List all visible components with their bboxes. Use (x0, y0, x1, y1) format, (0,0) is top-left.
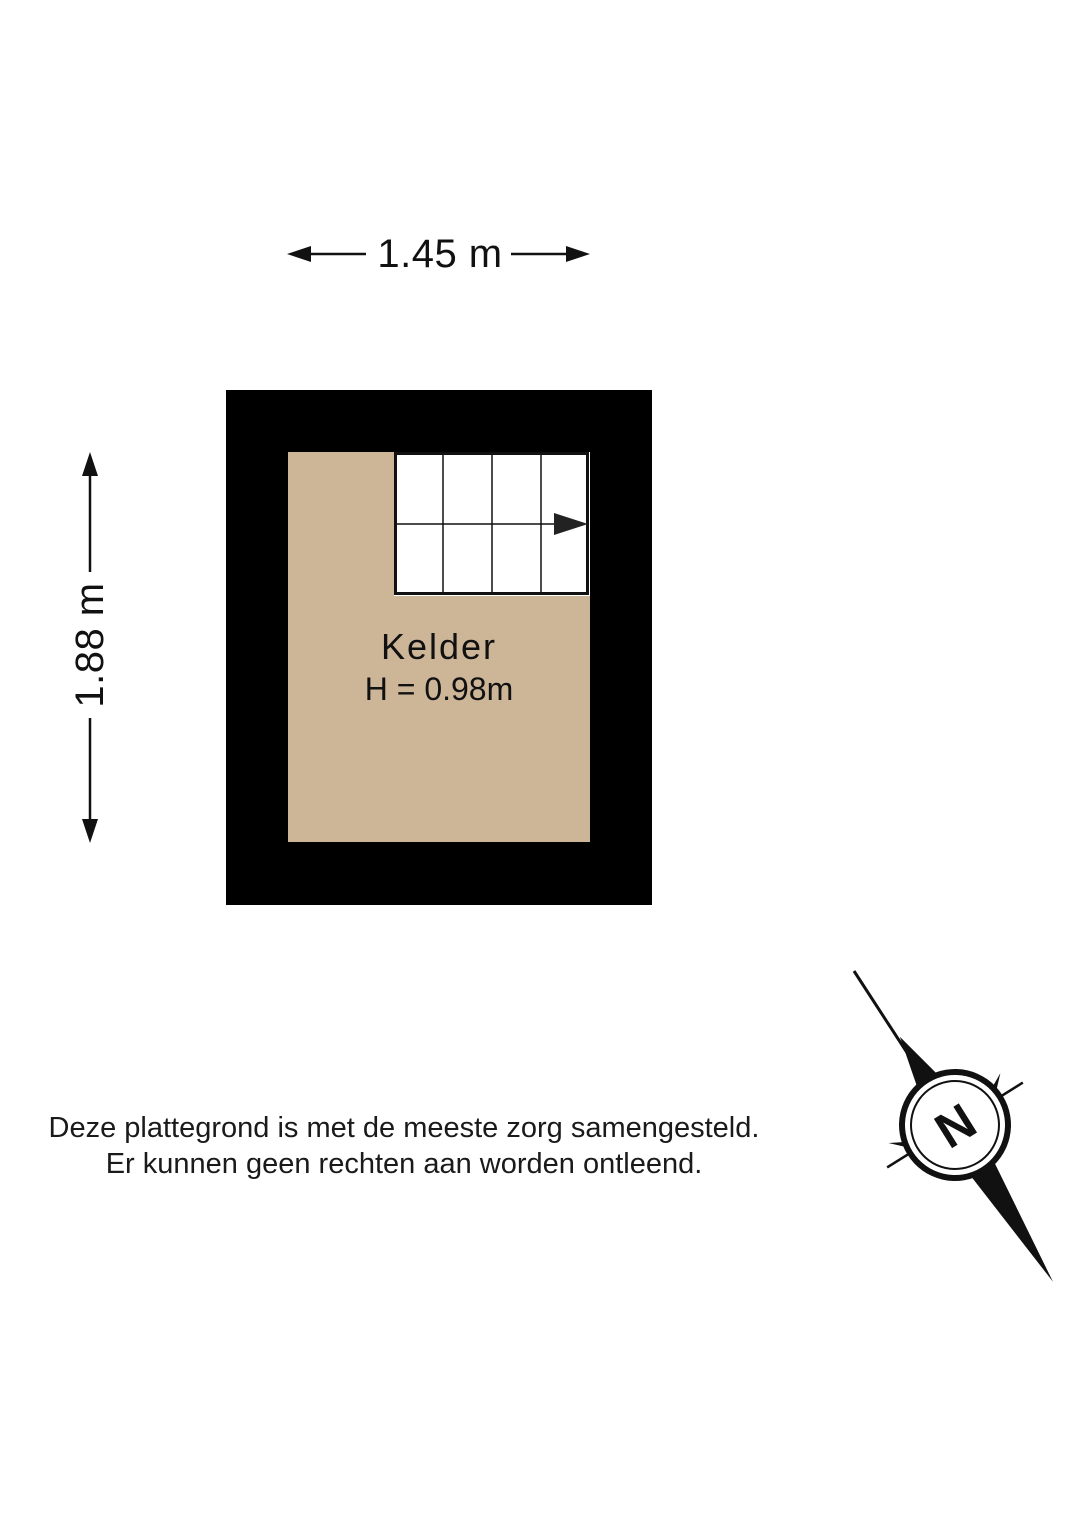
width-dimension-label: 1.45 m (377, 232, 503, 276)
disclaimer: Deze plattegrond is met de meeste zorg s… (0, 1110, 808, 1182)
room-name: Kelder (380, 626, 498, 667)
arrow-right-icon (554, 513, 588, 535)
disclaimer-line-1: Deze plattegrond is met de meeste zorg s… (48, 1112, 760, 1144)
height-dimension-arrows (82, 452, 98, 843)
width-dimension-arrows (287, 246, 590, 262)
room-height: H = 0.98m (364, 671, 514, 707)
north-compass-icon: N (852, 970, 1054, 1282)
staircase (394, 452, 590, 596)
disclaimer-line-2: Er kunnen geen rechten aan worden ontlee… (105, 1148, 703, 1180)
height-dimension-label: 1.88 m (68, 582, 112, 708)
room-floor-kelder (288, 452, 590, 842)
